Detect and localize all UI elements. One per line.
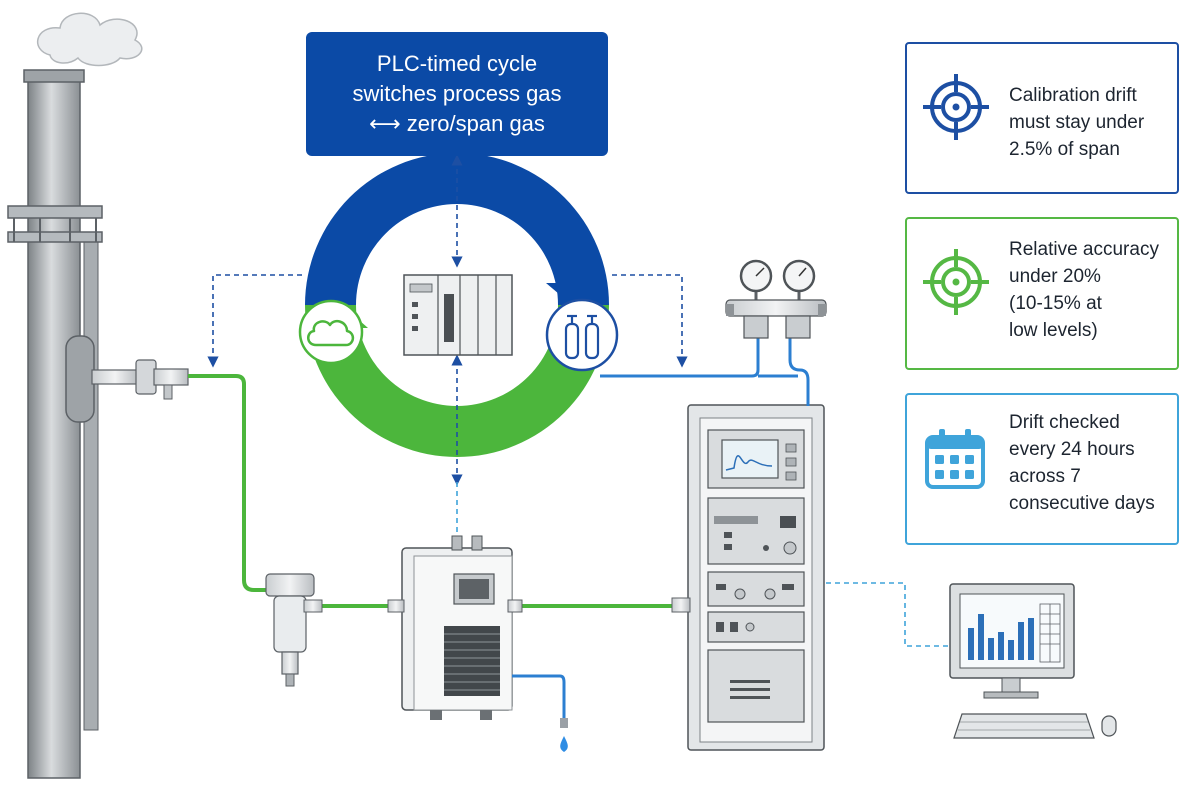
card-line: across 7 [1009,466,1081,487]
control-signal-lines [207,154,950,647]
smokestack [7,12,189,779]
card-line: must stay under [1009,112,1145,133]
gas-conditioner-unit [387,535,568,752]
calibration-drift-card: Calibration drift must stay under 2.5% o… [905,42,1179,194]
card-line: Calibration drift [1009,85,1137,106]
card-line: low levels) [1009,320,1098,341]
card-line: Relative accuracy [1009,239,1159,260]
plc-module [403,274,513,356]
plc-cycle-callout: PLC-timed cycle switches process gas ⟷ z… [306,32,608,156]
cloud-icon [307,319,355,347]
drift-schedule-card: Drift checked every 24 hours across 7 co… [905,393,1179,545]
drift-schedule-text: Drift checked every 24 hours across 7 co… [1009,409,1169,517]
relative-accuracy-text: Relative accuracy under 20% (10-15% at l… [1009,236,1169,344]
card-line: (10-15% at [1009,293,1102,314]
data-acquisition-computer [949,583,1117,739]
plc-callout-line-2: switches process gas [352,81,562,106]
process-gas-badge [298,299,364,365]
target-icon [923,249,989,315]
card-line: 2.5% of span [1009,139,1120,160]
pressure-regulators [725,259,827,339]
card-line: Drift checked [1009,412,1120,433]
card-line: every 24 hours [1009,439,1135,460]
plc-callout-line-1: PLC-timed cycle [376,51,538,76]
zero-span-gas-badge [545,298,619,372]
analyzer-cabinet [671,404,825,751]
calibration-gas-line [600,336,810,406]
calendar-icon [925,429,985,489]
card-line: consecutive days [1009,493,1155,514]
card-line: under 20% [1009,266,1101,287]
particulate-filter [265,573,323,687]
plc-callout-line-3: ⟷ zero/span gas [369,111,545,136]
relative-accuracy-card: Relative accuracy under 20% (10-15% at l… [905,217,1179,370]
sample-line-green [188,374,672,608]
calibration-drift-text: Calibration drift must stay under 2.5% o… [1009,82,1169,163]
gas-cylinder-icon [564,314,600,360]
target-icon [923,74,989,140]
